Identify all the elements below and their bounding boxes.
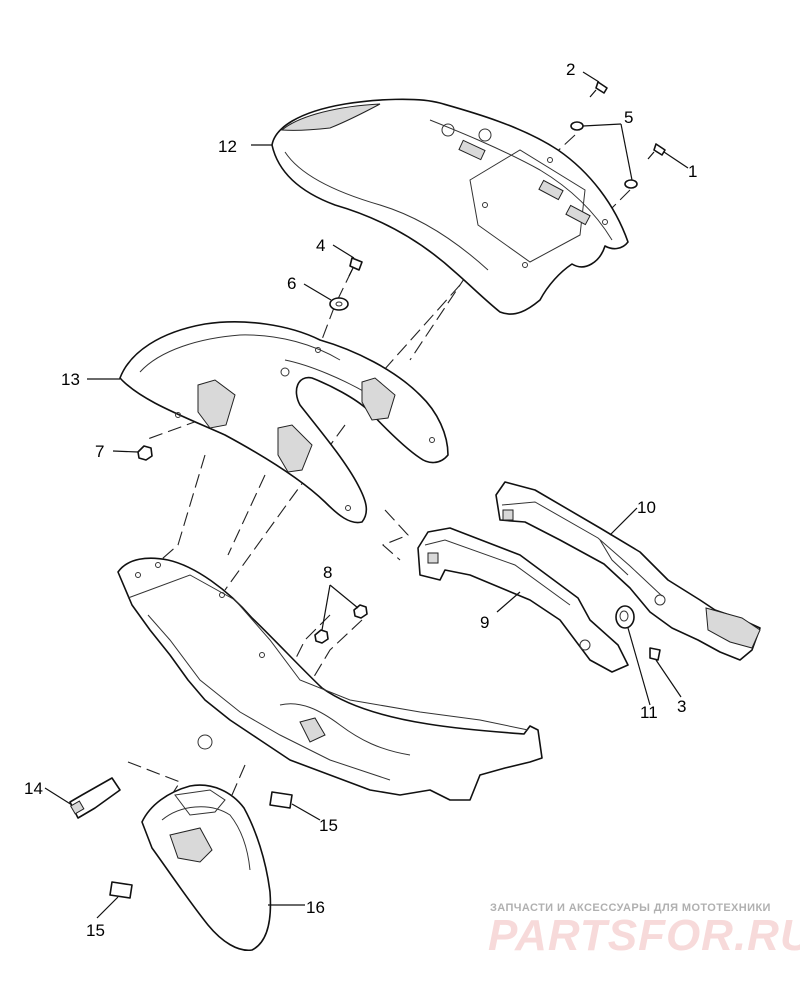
watermark: ЗАПЧАСТИ И АКСЕССУАРЫ ДЛЯ МОТОТЕХНИКИ PA… [488, 902, 800, 960]
nut-7-icon [137, 445, 153, 461]
callout-12: 12 [218, 137, 237, 156]
part-11-spacer [615, 605, 635, 629]
leader-lines [44, 71, 689, 919]
part-12-upper-cover [271, 98, 629, 315]
part-13-middle-cover [119, 321, 449, 524]
callout-16: 16 [306, 898, 325, 917]
washer-5a-icon [570, 121, 584, 131]
screw-3-icon [649, 647, 661, 661]
callout-14: 14 [24, 779, 43, 798]
screw-2-icon [595, 81, 608, 94]
nut-8a-icon [314, 629, 329, 644]
washer-6-icon [329, 297, 349, 311]
callout-1: 1 [688, 162, 697, 181]
callout-15b: 15 [86, 921, 105, 940]
screw-4-icon [349, 257, 363, 271]
pad-15b-icon [109, 881, 133, 899]
callout-13: 13 [61, 370, 80, 389]
callout-6: 6 [287, 274, 296, 293]
callout-2: 2 [566, 60, 575, 79]
callout-4: 4 [316, 236, 325, 255]
lower-frame-assembly [117, 557, 543, 801]
pad-15a-icon [269, 791, 293, 809]
watermark-brand: PARTSFOR.RU [488, 911, 800, 960]
nut-8b-icon [353, 604, 368, 619]
callout-7: 7 [95, 442, 104, 461]
callout-15a: 15 [319, 816, 338, 835]
callout-5: 5 [624, 108, 633, 127]
callout-labels: 2 5 1 12 4 6 13 7 10 8 9 11 3 14 15 16 1… [24, 60, 697, 940]
washer-5b-icon [624, 179, 638, 189]
callout-3: 3 [677, 697, 686, 716]
screw-1-icon [653, 143, 666, 156]
part-9-bracket [417, 527, 629, 673]
callout-8: 8 [323, 563, 332, 582]
callout-10: 10 [637, 498, 656, 517]
part-10-rail [495, 481, 761, 661]
callout-9: 9 [480, 613, 489, 632]
part-16-rear-fender [141, 784, 272, 951]
hardware-fasteners [69, 81, 666, 899]
watermark-subtitle: ЗАПЧАСТИ И АКСЕССУАРЫ ДЛЯ МОТОТЕХНИКИ [490, 902, 771, 914]
callout-11: 11 [640, 703, 658, 722]
